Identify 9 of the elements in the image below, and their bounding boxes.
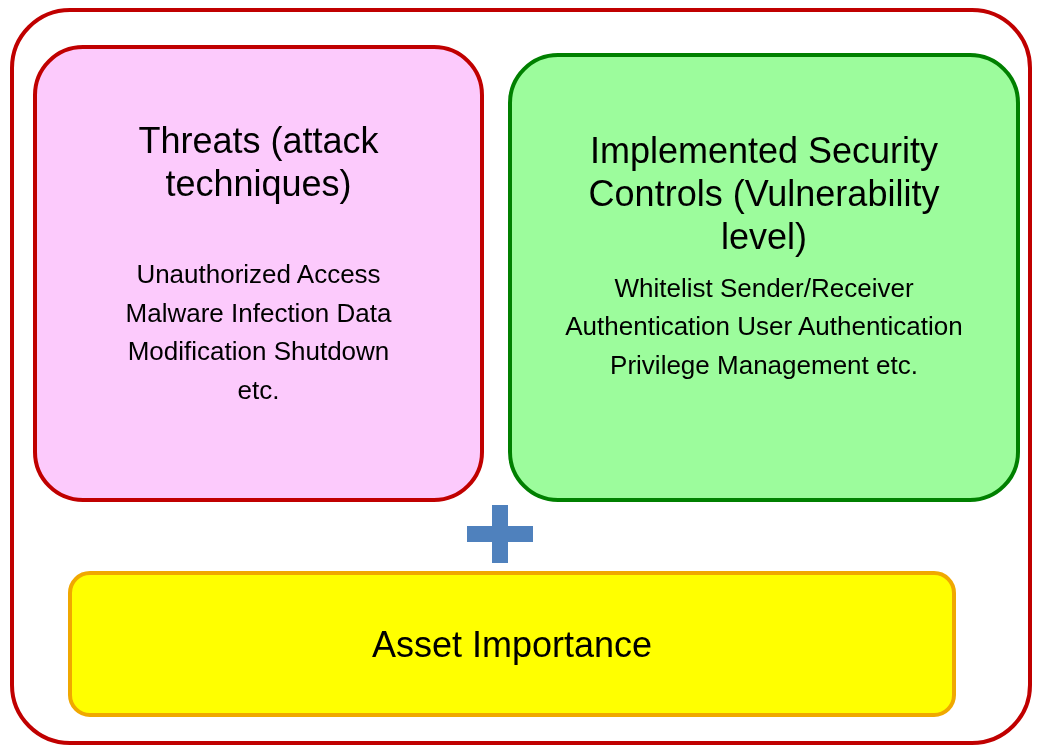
threats-box (33, 45, 484, 502)
item-list: Whitelist Sender/Receiver Authentication User Authentication Privilege Management etc. (535, 268, 993, 384)
outer-frame (10, 8, 1032, 745)
controls-box (508, 53, 1020, 502)
box-title: Threats (attack techniques) (137, 119, 380, 206)
box-title: Asset Importance (370, 623, 654, 667)
item-list: Unauthorized Access Malware Infection Data Modification Shutdown etc. (99, 255, 418, 410)
box-title: Implemented Security Controls (Vulnerability level) (587, 129, 941, 259)
asset-box (68, 571, 956, 717)
